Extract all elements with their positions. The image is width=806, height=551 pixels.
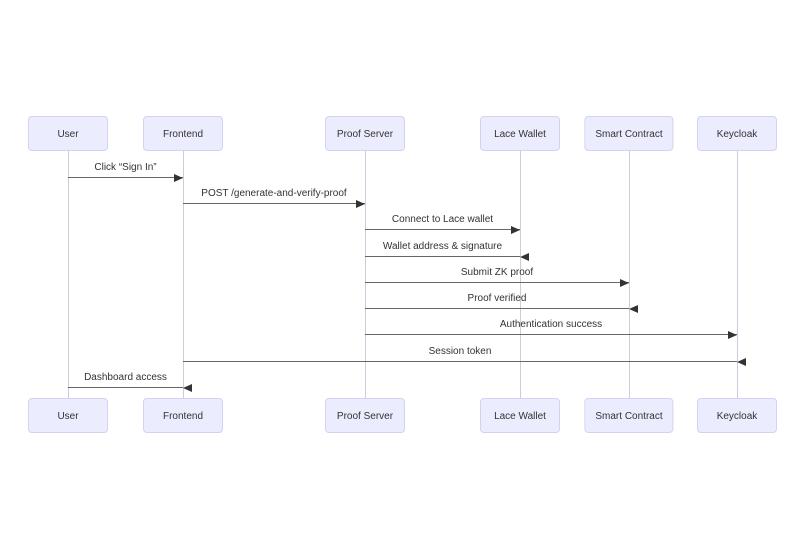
lifeline-frontend: [182, 151, 184, 398]
lifeline-proof-server: [364, 151, 366, 398]
message-label: Click “Sign In”: [94, 162, 157, 173]
actor-smart-contract-bottom: Smart Contract: [584, 398, 674, 433]
message-line: [365, 256, 520, 257]
message-label: Submit ZK proof: [460, 267, 534, 278]
message-line: [68, 387, 183, 388]
arrowhead-icon: [737, 357, 746, 366]
arrowhead-icon: [511, 225, 520, 234]
actor-frontend-bottom: Frontend: [143, 398, 223, 433]
message-line: [183, 203, 365, 204]
lifeline-smart-contract: [628, 151, 630, 398]
arrowhead-icon: [174, 173, 183, 182]
message-label: Proof verified: [467, 293, 527, 304]
message-line: [183, 361, 737, 362]
arrowhead-icon: [356, 199, 365, 208]
message-label: Connect to Lace wallet: [391, 214, 494, 225]
arrowhead-icon: [183, 383, 192, 392]
message-label: Authentication success: [499, 319, 603, 330]
message-line: [365, 308, 629, 309]
message-line: [365, 334, 737, 335]
arrowhead-icon: [629, 304, 638, 313]
lifeline-keycloak: [736, 151, 738, 398]
arrowhead-icon: [728, 330, 737, 339]
actor-proof-server-bottom: Proof Server: [325, 398, 405, 433]
lifeline-lace-wallet: [519, 151, 521, 398]
message-label: Session token: [428, 346, 492, 357]
actor-smart-contract-top: Smart Contract: [584, 116, 674, 151]
actor-user-top: User: [28, 116, 108, 151]
actor-user-bottom: User: [28, 398, 108, 433]
message-line: [365, 229, 520, 230]
actor-keycloak-bottom: Keycloak: [697, 398, 777, 433]
actor-keycloak-top: Keycloak: [697, 116, 777, 151]
arrowhead-icon: [520, 252, 529, 261]
lifeline-user: [67, 151, 69, 398]
message-label: Wallet address & signature: [382, 241, 503, 252]
actor-lace-wallet-top: Lace Wallet: [480, 116, 560, 151]
actor-frontend-top: Frontend: [143, 116, 223, 151]
arrowhead-icon: [620, 278, 629, 287]
actor-lace-wallet-bottom: Lace Wallet: [480, 398, 560, 433]
actor-proof-server-top: Proof Server: [325, 116, 405, 151]
message-label: POST /generate-and-verify-proof: [201, 188, 347, 199]
message-line: [365, 282, 629, 283]
message-label: Dashboard access: [84, 372, 167, 383]
message-line: [68, 177, 183, 178]
